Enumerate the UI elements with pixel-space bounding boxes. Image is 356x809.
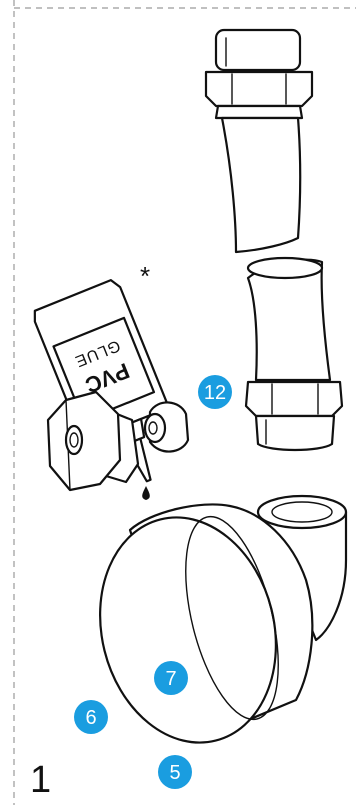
callout-5: 5 bbox=[158, 755, 192, 789]
callout-7: 7 bbox=[154, 661, 188, 695]
callout-6: 6 bbox=[74, 700, 108, 734]
upper-pipe-fitting bbox=[206, 30, 312, 252]
callout-label-7: 7 bbox=[165, 668, 176, 690]
callout-label-5: 5 bbox=[169, 762, 180, 784]
callout-label-6: 6 bbox=[85, 707, 96, 729]
callout-label-12: 12 bbox=[204, 382, 226, 404]
lower-pipe-fitting bbox=[246, 258, 342, 450]
step-number: 1 bbox=[30, 759, 51, 801]
glue-note-asterisk: * bbox=[140, 261, 150, 291]
glue-drop-icon bbox=[142, 486, 150, 500]
callout-12: 12 bbox=[198, 375, 232, 409]
